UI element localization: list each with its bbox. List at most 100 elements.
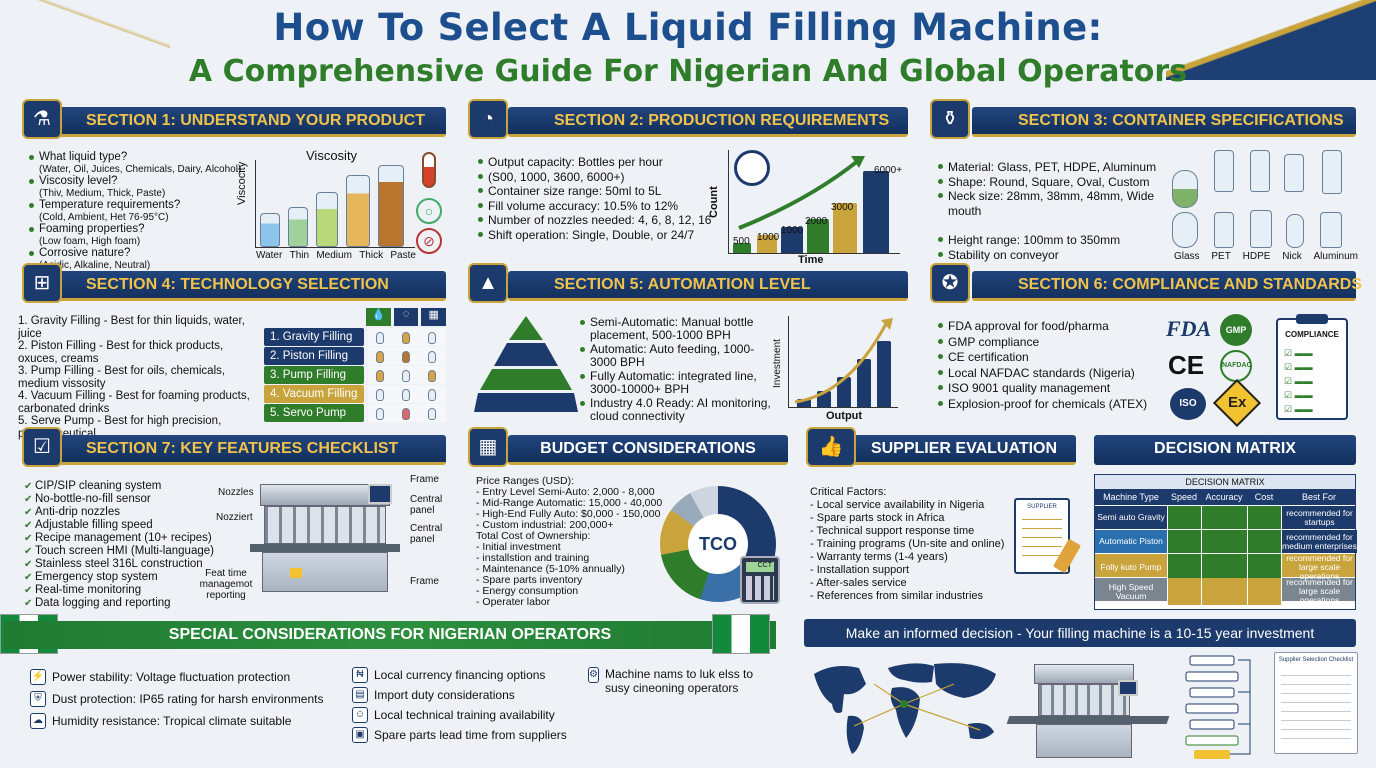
container-label: Aluminum (1313, 251, 1358, 262)
list-item: Stainless steel 316L construction (24, 558, 244, 571)
bar (833, 203, 857, 253)
list-item: 3. Pump Filling - Best for oils, chemica… (18, 365, 226, 390)
section1-header: SECTION 1: UNDERSTAND YOUR PRODUCT (40, 107, 446, 137)
section5-list: Semi-Automatic: Manual bottle placement,… (579, 316, 779, 422)
machine-base (262, 552, 388, 592)
thick-bottle-icon (346, 175, 370, 247)
drop-icon: 💧 (366, 308, 391, 326)
tech-bottle-grid (368, 328, 446, 422)
bottle-icon (428, 351, 436, 363)
matrix-header-row: Machine Type Speed Accuracy Cost Best Fo… (1095, 489, 1355, 505)
price-item: - Custom industrial: 200,000+ (476, 519, 614, 531)
col-header: Machine Type (1103, 492, 1159, 502)
grid-icon: ▦ (421, 308, 447, 326)
bar (837, 377, 851, 407)
calculator-icon: ▦ (468, 427, 508, 467)
supplier-checklist-form: Supplier Selection Checklist (1274, 652, 1358, 754)
list-item: Anti-drip nozzles (24, 506, 244, 519)
control-panel-icon (1118, 680, 1138, 696)
bar (781, 227, 803, 253)
donut-label: TCO (688, 514, 748, 574)
matrix-cell: High Speed Vacuum (1108, 581, 1154, 601)
callout-frame: Frame (410, 474, 439, 485)
section2-header: SECTION 2: PRODUCTION REQUIREMENTS (508, 107, 908, 137)
calculator-keys (746, 576, 774, 600)
tco-item: - Initial investment (476, 541, 561, 553)
section1-list: What liquid type?(Water, Oil, Juices, Ch… (28, 151, 258, 271)
nigeria-banner: SPECIAL CONSIDERATIONS FOR NIGERIAN OPER… (4, 621, 776, 649)
ng-item: ☺Local technical training availability (352, 707, 555, 723)
supplier-header: SUPPLIER EVALUATION (852, 435, 1076, 465)
medium-bottle-icon (316, 192, 338, 247)
list-item: What liquid type?(Water, Oil, Juices, Ch… (28, 151, 258, 175)
bottle-icon (1284, 154, 1304, 192)
atex-logo: Ex (1212, 378, 1262, 428)
table-row: Folly kuto Pump recommended for large sc… (1095, 553, 1355, 581)
tick-label: Medium (316, 250, 352, 261)
thin-bottle-icon (288, 207, 308, 247)
list-item: Output capacity: Bottles per hour (477, 155, 717, 170)
list-item: - Installation support (810, 564, 910, 576)
list-item: GMP compliance (937, 335, 1165, 351)
list-item: Real-time monitoring (24, 584, 244, 597)
bottle-icon (402, 370, 410, 382)
tech-row-pump: 3. Pump Filling (264, 366, 364, 384)
list-item: Local NAFDAC standards (Nigeria) (937, 366, 1165, 382)
list-item: ISO 9001 quality management (937, 381, 1165, 397)
page-subtitle: A Comprehensive Guide For Nigerian And G… (188, 54, 1188, 89)
list-item: CIP/SIP cleaning system (24, 480, 244, 493)
supplier-title: Critical Factors: (810, 486, 887, 498)
corner-swoosh-left (0, 0, 170, 60)
bottle-icon (402, 351, 410, 363)
bottle-icon (428, 332, 436, 344)
list-item: Viscosity level?(Thiv, Medium, Thick, Pa… (28, 175, 258, 199)
matrix-cell (1167, 578, 1201, 605)
bottle-icon (402, 332, 410, 344)
container-label: Glass (1174, 251, 1200, 262)
investment-label: Investment (772, 339, 783, 388)
price-item: - Entry Level Semi-Auto: 2,000 - 8,000 (476, 486, 655, 498)
conveyor (250, 544, 400, 552)
matrix-cell (1201, 578, 1247, 605)
list-item: Stability on conveyor (937, 248, 1167, 263)
foam-icon: ○ (416, 198, 442, 224)
list-item: - After-sales service (810, 577, 907, 589)
viscosity-labels: Water Thin Medium Thick Paste (256, 250, 416, 261)
tick-label: Water (256, 250, 283, 261)
matrix-cell: recommended for startups (1281, 506, 1357, 529)
checklist-icon: ☑ (22, 427, 62, 467)
container-shapes (1172, 150, 1362, 250)
tech-row-piston: 2. Piston Filling (264, 347, 364, 365)
award-icon: ✪ (930, 263, 970, 303)
world-map-icon (814, 663, 996, 754)
compliance-clipboard: COMPLIANCE ☑ ▬▬☑ ▬▬☑ ▬▬☑ ▬▬☑ ▬▬ (1276, 314, 1348, 420)
form-title: Supplier Selection Checklist (1278, 657, 1354, 663)
budget-text: Price Ranges (USD): - Entry Level Semi-A… (476, 476, 672, 608)
tech-row-vacuum: 4. Vacuum Filling (264, 385, 364, 403)
list-item: Height range: 100mm to 350mm (937, 233, 1167, 248)
bottle-icon (376, 370, 384, 382)
supplier-list: - Local service availability in Nigeria … (810, 499, 1020, 603)
matrix-cell: Semi auto Gravity (1097, 512, 1165, 522)
table-row: High Speed Vacuum recommended for large … (1095, 577, 1355, 605)
decision-matrix-table: DECISION MATRIX Machine Type Speed Accur… (1094, 474, 1357, 610)
paste-bottle-icon (378, 165, 404, 247)
tco-item: - Operater labor (476, 596, 551, 608)
nozzle-rack (264, 506, 386, 544)
production-x-label: Time (798, 254, 824, 266)
gauge-icon: ◔ (468, 99, 508, 139)
bar (863, 171, 889, 253)
matrix-cell: Folly kuto Pump (1100, 562, 1162, 572)
col-header: Best For (1301, 492, 1336, 502)
atex-logo-text: Ex (1227, 393, 1247, 411)
list-item: FDA approval for food/pharma (937, 319, 1165, 335)
clock-icon (734, 150, 770, 186)
list-item: Industry 4.0 Ready: AI monitoring, cloud… (579, 397, 779, 422)
section6-list: FDA approval for food/pharma GMP complia… (937, 319, 1165, 412)
matrix-cell (1247, 578, 1281, 605)
table-row: Semi auto Gravity recommended for startu… (1095, 505, 1355, 529)
bar-label: 3000 (831, 202, 854, 213)
container-label: HDPE (1242, 251, 1271, 262)
viscosity-chart-title: Viscosity (306, 148, 358, 163)
warning-icon (290, 568, 302, 578)
